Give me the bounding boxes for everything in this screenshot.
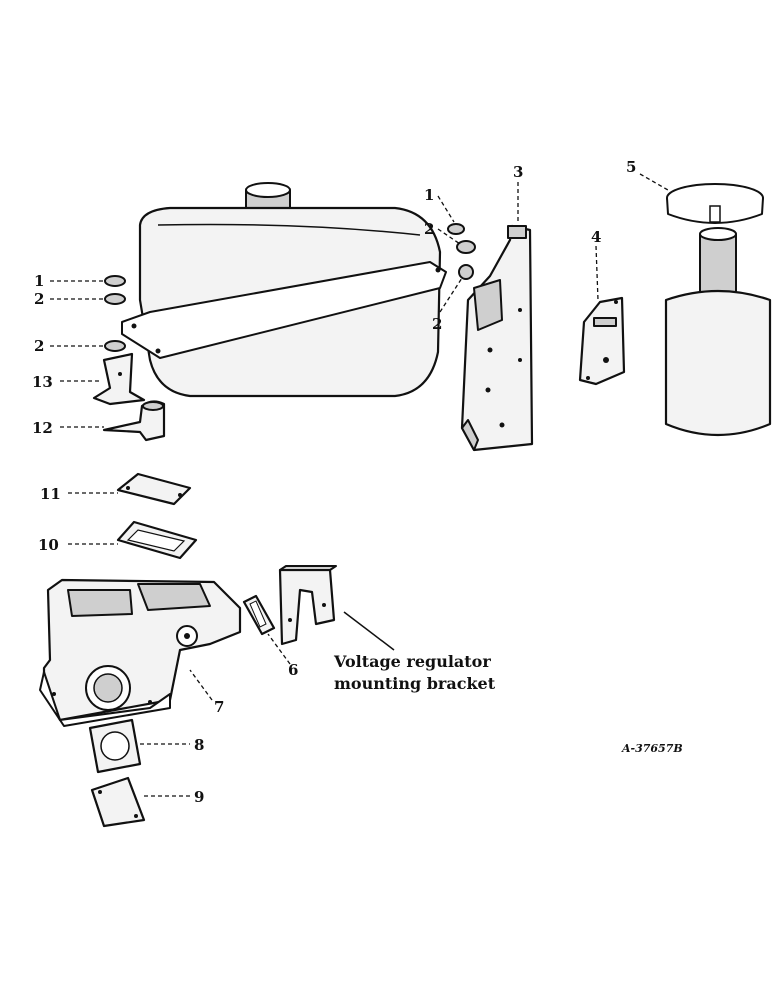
bracket-12 xyxy=(102,400,166,442)
leader-lines xyxy=(50,173,669,797)
housing-7 xyxy=(39,578,242,727)
caption-line-1: Voltage regulator xyxy=(333,652,491,671)
callout-10: 10 xyxy=(38,536,59,554)
callout-4: 4 xyxy=(591,228,601,246)
callout-1-left: 1 xyxy=(34,272,44,290)
caption-line-2: mounting bracket xyxy=(334,674,496,693)
strap-5 xyxy=(666,183,764,224)
callout-2-left-a: 2 xyxy=(34,290,44,308)
plate-11 xyxy=(116,472,192,506)
callout-6: 6 xyxy=(288,661,298,679)
callout-5: 5 xyxy=(626,158,636,176)
gasket-10 xyxy=(116,520,198,560)
callout-2-left-b: 2 xyxy=(34,337,44,355)
bracket-3 xyxy=(460,224,534,452)
drawing-reference: A-37657B xyxy=(621,742,683,755)
gasket-8 xyxy=(88,718,142,774)
callout-8: 8 xyxy=(194,736,204,754)
callout-13: 13 xyxy=(32,373,53,391)
cover-9 xyxy=(90,776,146,828)
fuel-tank xyxy=(121,182,447,398)
callout-7: 7 xyxy=(214,698,224,716)
callout-2-mid-b: 2 xyxy=(432,315,442,333)
canister xyxy=(664,227,772,437)
washer-set-mid xyxy=(447,223,476,280)
washer-set-left xyxy=(104,275,126,352)
callout-12: 12 xyxy=(32,419,53,437)
bracket-13 xyxy=(92,352,146,406)
callout-11: 11 xyxy=(40,485,61,503)
callout-2-mid-a: 2 xyxy=(424,220,434,238)
callout-9: 9 xyxy=(194,788,204,806)
voltage-regulator-bracket xyxy=(278,565,337,646)
plate-4 xyxy=(578,296,626,386)
gasket-6 xyxy=(242,594,276,636)
callout-3: 3 xyxy=(513,163,523,181)
callout-1-mid: 1 xyxy=(424,186,434,204)
